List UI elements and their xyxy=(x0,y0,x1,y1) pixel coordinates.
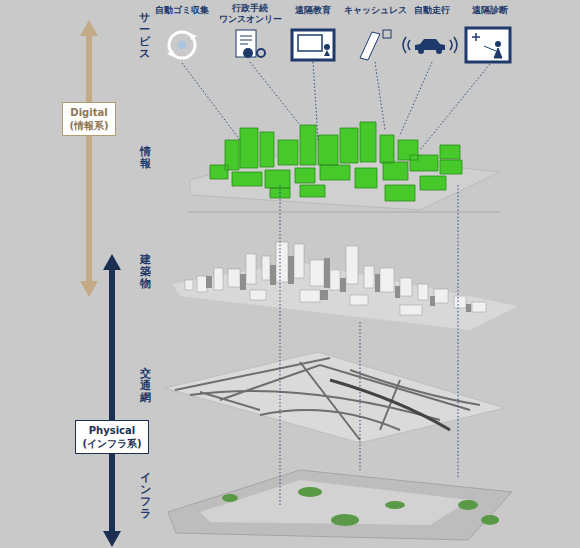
layer-label: 情報 xyxy=(140,146,151,170)
digital-arrow-shaft xyxy=(86,33,92,283)
digital-arrow-head xyxy=(80,20,98,36)
education-icon xyxy=(292,30,334,60)
green-area xyxy=(222,494,238,502)
plane-edge xyxy=(188,212,500,213)
diagnosis-icon xyxy=(484,46,502,58)
diagnosis-icon xyxy=(466,28,510,62)
physical-arrow-head xyxy=(103,254,121,270)
layer-label: 建築物 xyxy=(140,254,151,290)
digital-arrow-head xyxy=(80,281,98,297)
layer-group-box: Digital (情報系) xyxy=(62,102,115,136)
service-label: 遠隔診断 xyxy=(472,5,508,16)
diagnosis-icon xyxy=(495,41,501,47)
layer-label: 交通網 xyxy=(140,368,151,404)
service-label: 自動ゴミ収集 xyxy=(155,5,209,16)
education-icon xyxy=(298,35,322,51)
service-label: 行政手続 ワンスオンリー xyxy=(219,3,282,25)
service-label: 遠隔教育 xyxy=(295,5,331,16)
car-icon xyxy=(415,39,445,50)
green-area xyxy=(481,515,499,525)
service-icon: 自動走行 xyxy=(414,5,450,16)
highway xyxy=(330,380,450,430)
infra-ground xyxy=(200,480,470,525)
service-leader xyxy=(182,62,490,150)
document-icon xyxy=(257,49,265,57)
service-icon: キャッシュレス xyxy=(344,5,407,16)
car-icon xyxy=(418,48,424,54)
document-icon xyxy=(243,48,253,58)
diagnosis-icon xyxy=(472,33,480,41)
green-area xyxy=(298,487,322,497)
layer-group-label: Physical (インフラ系) xyxy=(82,424,141,450)
transport-plane xyxy=(165,352,505,443)
education-icon xyxy=(324,44,330,50)
infra-plane xyxy=(168,470,512,540)
car-icon xyxy=(436,48,442,54)
service-label: キャッシュレス xyxy=(344,5,407,16)
service-icon: 遠隔教育 xyxy=(295,5,331,16)
physical-arrow-shaft xyxy=(109,268,115,533)
recycle-icon xyxy=(178,41,186,49)
service-icon: 自動ゴミ収集 xyxy=(155,5,209,16)
cashless-icon xyxy=(383,30,391,38)
green-area xyxy=(331,514,359,526)
document-icon xyxy=(236,30,256,57)
green-area xyxy=(385,501,405,509)
service-label: 自動走行 xyxy=(414,5,450,16)
education-icon xyxy=(324,50,330,56)
cashless-icon xyxy=(360,32,380,60)
layer-label: サービス xyxy=(139,12,150,60)
service-icon: 行政手続 ワンスオンリー xyxy=(219,3,282,25)
physical-arrow-head xyxy=(103,531,121,547)
buildings-shaded xyxy=(206,256,471,312)
road-network xyxy=(175,358,480,440)
service-icon: 遠隔診断 xyxy=(472,5,508,16)
document-icon xyxy=(240,36,252,44)
layer-group-label: Digital (情報系) xyxy=(69,106,108,132)
layer-label: インフラ xyxy=(140,472,151,520)
buildings xyxy=(185,242,486,315)
recycle-icon xyxy=(190,33,197,40)
information-blocks xyxy=(210,122,462,201)
car-icon xyxy=(403,37,457,53)
layer-group-box: Physical (インフラ系) xyxy=(75,420,148,454)
layer-leader xyxy=(280,185,458,505)
green-area xyxy=(458,500,478,510)
recycle-icon xyxy=(167,50,174,57)
